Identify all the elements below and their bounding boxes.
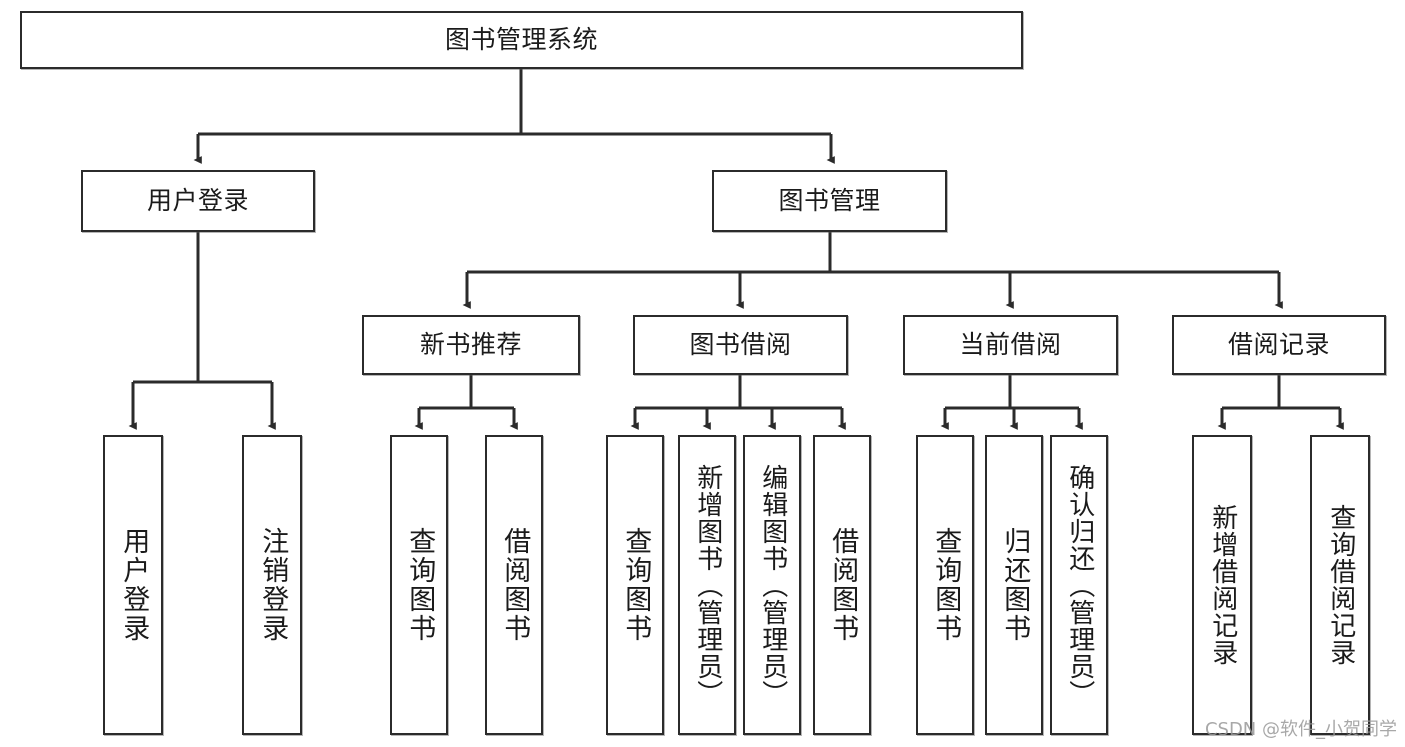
node-label: 图书管理 <box>778 186 881 216</box>
node-label: 编辑图书（管理员） <box>757 463 788 707</box>
leaf-query-book-borrow[interactable]: 查询图书 <box>606 435 664 735</box>
node-label: 用户登录 <box>118 527 150 643</box>
node-user-login[interactable]: 用户登录 <box>81 170 315 232</box>
leaf-return-book[interactable]: 归还图书 <box>985 435 1043 735</box>
node-label: 新增借阅记录 <box>1207 504 1238 666</box>
leaf-add-borrow-record[interactable]: 新增借阅记录 <box>1192 435 1252 735</box>
node-current-borrow[interactable]: 当前借阅 <box>903 315 1118 375</box>
node-label: 查询图书 <box>620 527 652 643</box>
node-label: 当前借阅 <box>959 330 1062 360</box>
node-label: 图书借阅 <box>689 330 792 360</box>
csdn-watermark: CSDN @软件_小贺同学 <box>1204 719 1397 740</box>
node-label: 查询图书 <box>404 527 436 643</box>
node-label: 借阅图书 <box>499 527 531 643</box>
node-label: 用户登录 <box>146 186 249 216</box>
node-root-system[interactable]: 图书管理系统 <box>20 11 1023 69</box>
node-label: 新书推荐 <box>419 330 522 360</box>
leaf-logout[interactable]: 注销登录 <box>242 435 302 735</box>
leaf-borrow-book-recommend[interactable]: 借阅图书 <box>485 435 543 735</box>
node-label: 新增图书（管理员） <box>692 463 723 707</box>
leaf-confirm-return-admin[interactable]: 确认归还（管理员） <box>1050 435 1108 735</box>
leaf-query-book-current[interactable]: 查询图书 <box>916 435 974 735</box>
leaf-user-login[interactable]: 用户登录 <box>103 435 163 735</box>
node-label: 查询图书 <box>930 527 962 643</box>
node-label: 借阅图书 <box>827 527 859 643</box>
leaf-edit-book-admin[interactable]: 编辑图书（管理员） <box>743 435 801 735</box>
leaf-query-book-recommend[interactable]: 查询图书 <box>390 435 448 735</box>
node-label: 图书管理系统 <box>444 25 598 55</box>
node-label: 借阅记录 <box>1227 330 1330 360</box>
node-label: 注销登录 <box>257 527 289 643</box>
node-label: 查询借阅记录 <box>1325 504 1356 666</box>
node-book-borrow[interactable]: 图书借阅 <box>633 315 848 375</box>
leaf-query-borrow-record[interactable]: 查询借阅记录 <box>1310 435 1370 735</box>
node-label: 确认归还（管理员） <box>1064 463 1095 707</box>
node-book-management[interactable]: 图书管理 <box>712 170 947 232</box>
leaf-borrow-book[interactable]: 借阅图书 <box>813 435 871 735</box>
node-label: 归还图书 <box>999 527 1031 643</box>
leaf-add-book-admin[interactable]: 新增图书（管理员） <box>678 435 736 735</box>
node-borrow-record[interactable]: 借阅记录 <box>1172 315 1386 375</box>
node-new-book-recommend[interactable]: 新书推荐 <box>362 315 580 375</box>
